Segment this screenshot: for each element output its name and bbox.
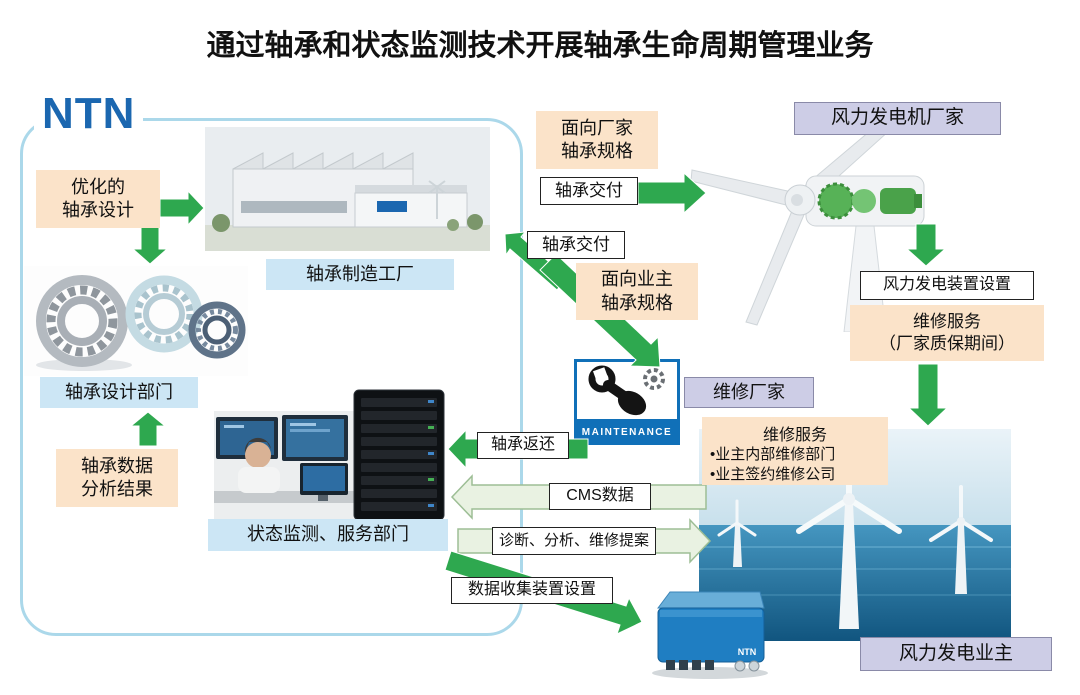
factory-image [205, 127, 490, 251]
ntn-logo: NTN [34, 92, 144, 136]
data-analysis-label: 轴承数据 分析结果 [56, 449, 178, 507]
owner-label: 风力发电业主 [860, 637, 1052, 671]
maintenance-service-box: 维修服务 •业主内部维修部门 •业主签约维修公司 [702, 417, 888, 485]
factory-caption: 轴承制造工厂 [266, 259, 454, 290]
maintenance-icon-label: MAINTENANCE [582, 427, 672, 438]
bearings-image [24, 266, 248, 376]
arrow-service-to-owner [907, 363, 949, 427]
turbine-maker-label: 风力发电机厂家 [794, 102, 1001, 135]
maintenance-co-label: 维修厂家 [684, 377, 814, 408]
warranty-service-label: 维修服务 （厂家质保期间） [850, 305, 1044, 361]
spec-owner-label: 面向业主 轴承规格 [576, 263, 698, 320]
diagnosis-label: 诊断、分析、维修提案 [492, 527, 656, 555]
server-rack-image [353, 389, 445, 521]
monitoring-dept-label: 状态监测、服务部门 [208, 519, 448, 551]
data-collection-label: 数据收集装置设置 [451, 577, 613, 604]
spec-maker-label: 面向厂家 轴承规格 [536, 111, 658, 169]
delivery-top-label: 轴承交付 [540, 177, 638, 205]
bearing-return-label: 轴承返还 [477, 432, 569, 459]
maintenance-icon: MAINTENANCE [574, 359, 680, 445]
maintenance-service-title: 维修服务 [762, 427, 827, 444]
maintenance-service-item: •业主签约维修公司 [710, 466, 836, 484]
page-title: 通过轴承和状态监测技术开展轴承生命周期管理业务 [206, 30, 874, 62]
delivery-mid-label: 轴承交付 [527, 231, 625, 259]
monitoring-operator-image [214, 411, 356, 520]
cms-data-label: CMS数据 [549, 483, 651, 510]
data-collection-device-image: NTN [652, 591, 768, 679]
design-dept-label: 轴承设计部门 [40, 377, 198, 408]
device-brand-label: NTN [738, 647, 757, 657]
equip-setup-label: 风力发电装置设置 [860, 271, 1034, 300]
maintenance-service-item: •业主内部维修部门 [710, 446, 836, 463]
optimized-design-label: 优化的 轴承设计 [36, 170, 160, 228]
